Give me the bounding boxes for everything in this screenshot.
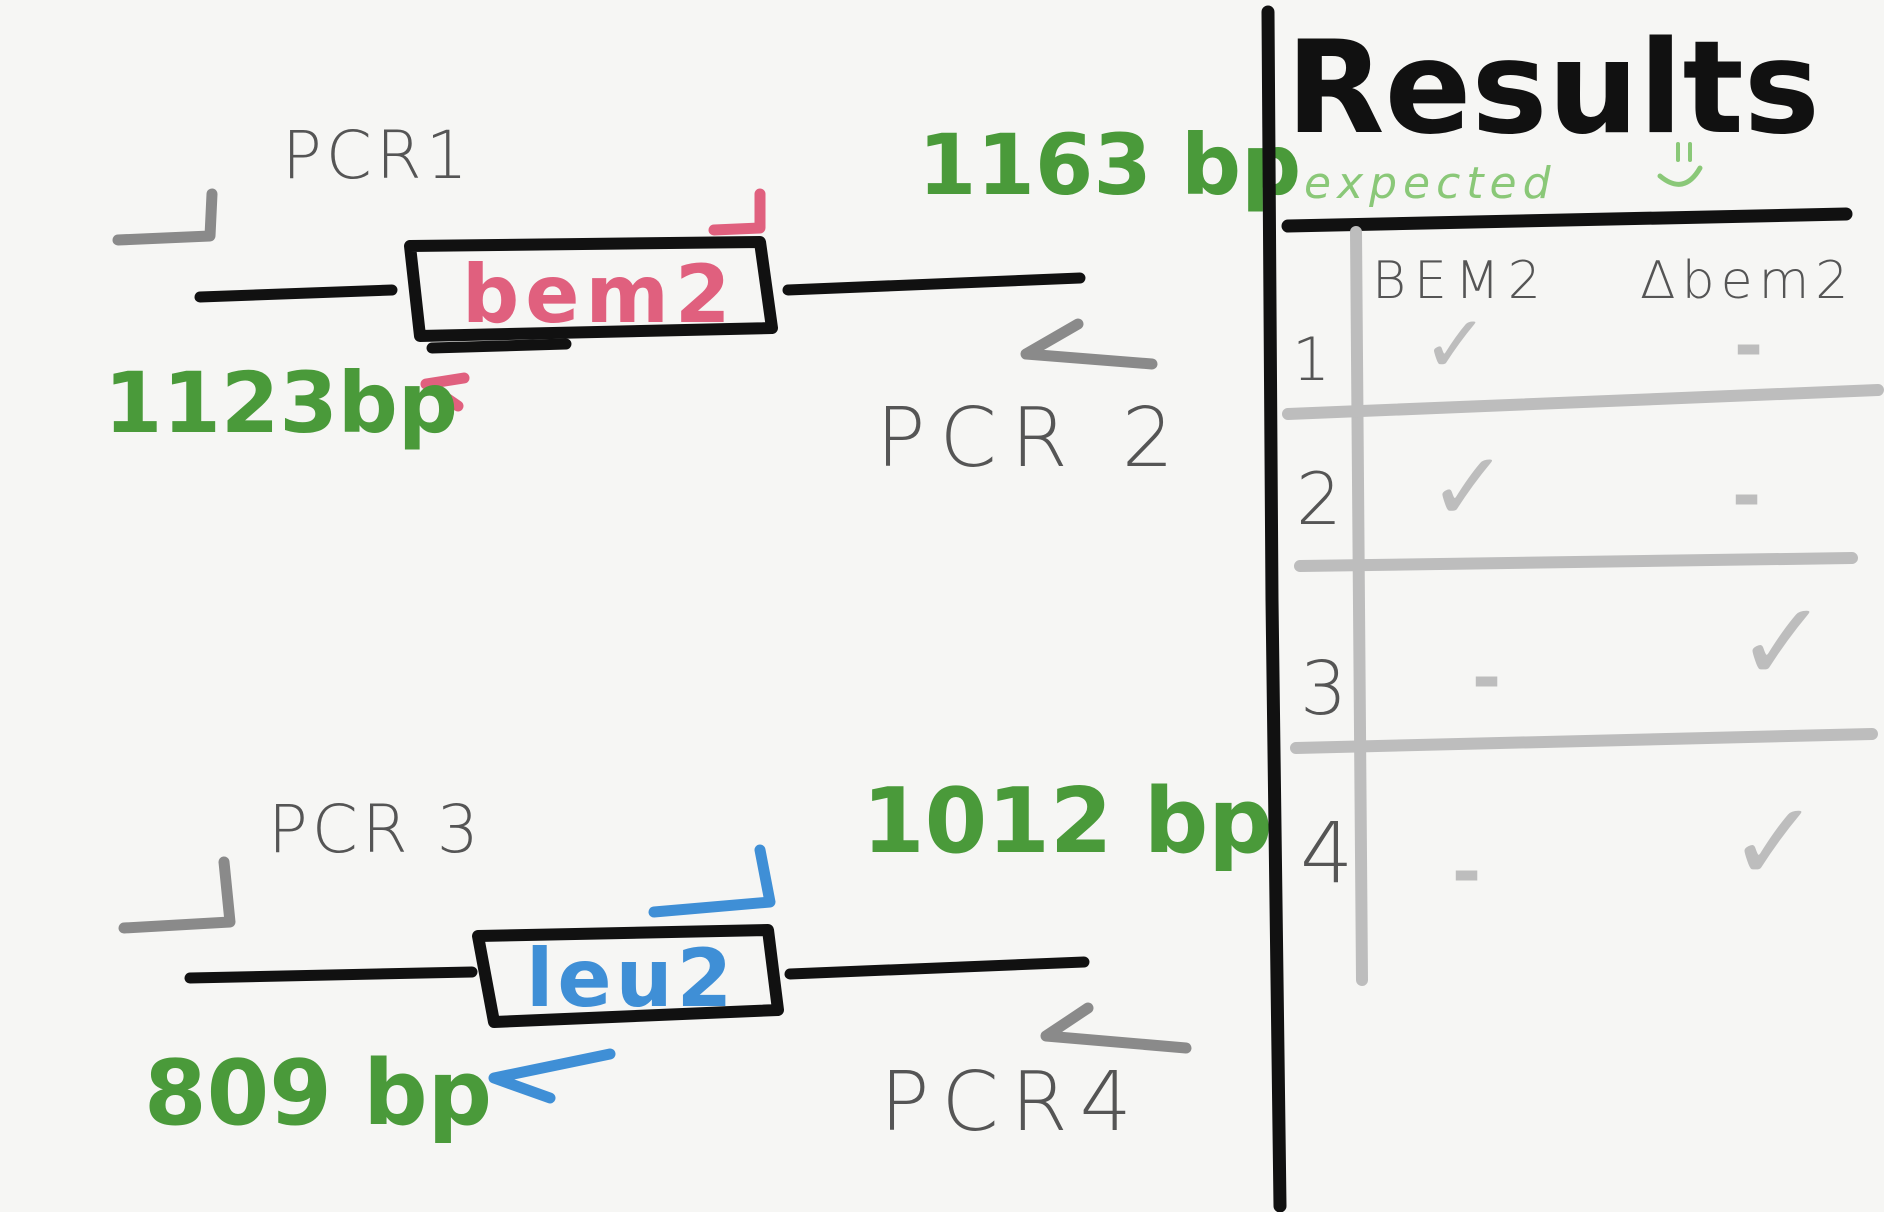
- table-row: 4 - ✓: [1300, 778, 1820, 913]
- dna-line-right-bem2: [782, 272, 1086, 296]
- forward-primer-inner-leu2: [648, 844, 776, 918]
- panel-divider: [1261, 5, 1287, 1212]
- results-subtitle: expected: [1304, 158, 1557, 209]
- gene-box-underline-bem2: [426, 338, 572, 354]
- size-label-1012bp: 1012 bp: [862, 769, 1273, 874]
- row4-delta-result: ✓: [1728, 778, 1820, 906]
- table-header-line: [1281, 207, 1853, 233]
- size-label-1123bp: 1123bp: [104, 354, 458, 452]
- size-label-1163bp: 1163 bp: [918, 116, 1301, 214]
- row1-delta-result: -: [1734, 305, 1763, 387]
- row-label-3: 3: [1300, 646, 1347, 732]
- forward-primer-pcr3: [118, 856, 236, 934]
- table-row: 3 - ✓: [1300, 578, 1828, 732]
- row2-delta-result: -: [1732, 455, 1761, 537]
- dna-line-left-leu2: [184, 966, 478, 984]
- column-header-delta-bem2: Δbem2: [1640, 251, 1854, 311]
- reverse-primer-inner-leu2: [488, 1048, 616, 1104]
- results-panel: Results expected BEM2 Δbem2 1 ✓ - 2 ✓ -: [1261, 5, 1884, 1212]
- dna-line-right-leu2: [784, 956, 1090, 980]
- row2-bem2-result: ✓: [1428, 431, 1508, 543]
- pcr2-label: PCR 2: [876, 391, 1188, 486]
- row4-bem2-result: -: [1452, 831, 1481, 913]
- pcr4-label: PCR4: [880, 1055, 1144, 1150]
- row3-bem2-result: -: [1472, 637, 1501, 719]
- table-row-divider-2: [1294, 552, 1858, 572]
- table-row: 2 ✓ -: [1296, 431, 1761, 543]
- table-row: 1 ✓ -: [1292, 298, 1763, 395]
- row-label-2: 2: [1296, 457, 1342, 541]
- table-row-divider-1: [1282, 384, 1884, 420]
- row1-bem2-result: ✓: [1422, 298, 1489, 391]
- gene-label-bem2: bem2: [462, 248, 737, 341]
- reverse-primer-pcr2: [1020, 318, 1158, 370]
- row3-delta-result: ✓: [1736, 578, 1828, 706]
- dna-line-left-bem2: [194, 284, 398, 303]
- smiley-icon: [1657, 142, 1703, 187]
- construct-bem2: PCR1 bem2 PCR 2 1163 bp 1123bp: [104, 116, 1301, 486]
- forward-primer-inner-bem2: [708, 188, 766, 236]
- row-label-4: 4: [1300, 804, 1353, 902]
- forward-primer-pcr1: [112, 188, 218, 246]
- gene-box-leu2: [472, 924, 784, 1028]
- gene-box-bem2: [404, 236, 778, 342]
- table-row-label-divider: [1350, 226, 1368, 986]
- column-header-bem2: BEM2: [1372, 251, 1549, 311]
- results-title: Results: [1286, 14, 1820, 163]
- construct-leu2: PCR 3 leu2 PCR4 1012 bp 809 bp: [118, 769, 1273, 1150]
- table-row-divider-3: [1290, 728, 1878, 754]
- reverse-primer-pcr4: [1040, 1002, 1192, 1054]
- row-label-1: 1: [1292, 325, 1330, 395]
- pcr3-label: PCR 3: [268, 791, 483, 868]
- gene-label-leu2: leu2: [526, 932, 736, 1025]
- size-label-809bp: 809 bp: [144, 1041, 492, 1146]
- reverse-primer-inner-bem2: [420, 372, 470, 412]
- pcr1-label: PCR1: [282, 117, 472, 194]
